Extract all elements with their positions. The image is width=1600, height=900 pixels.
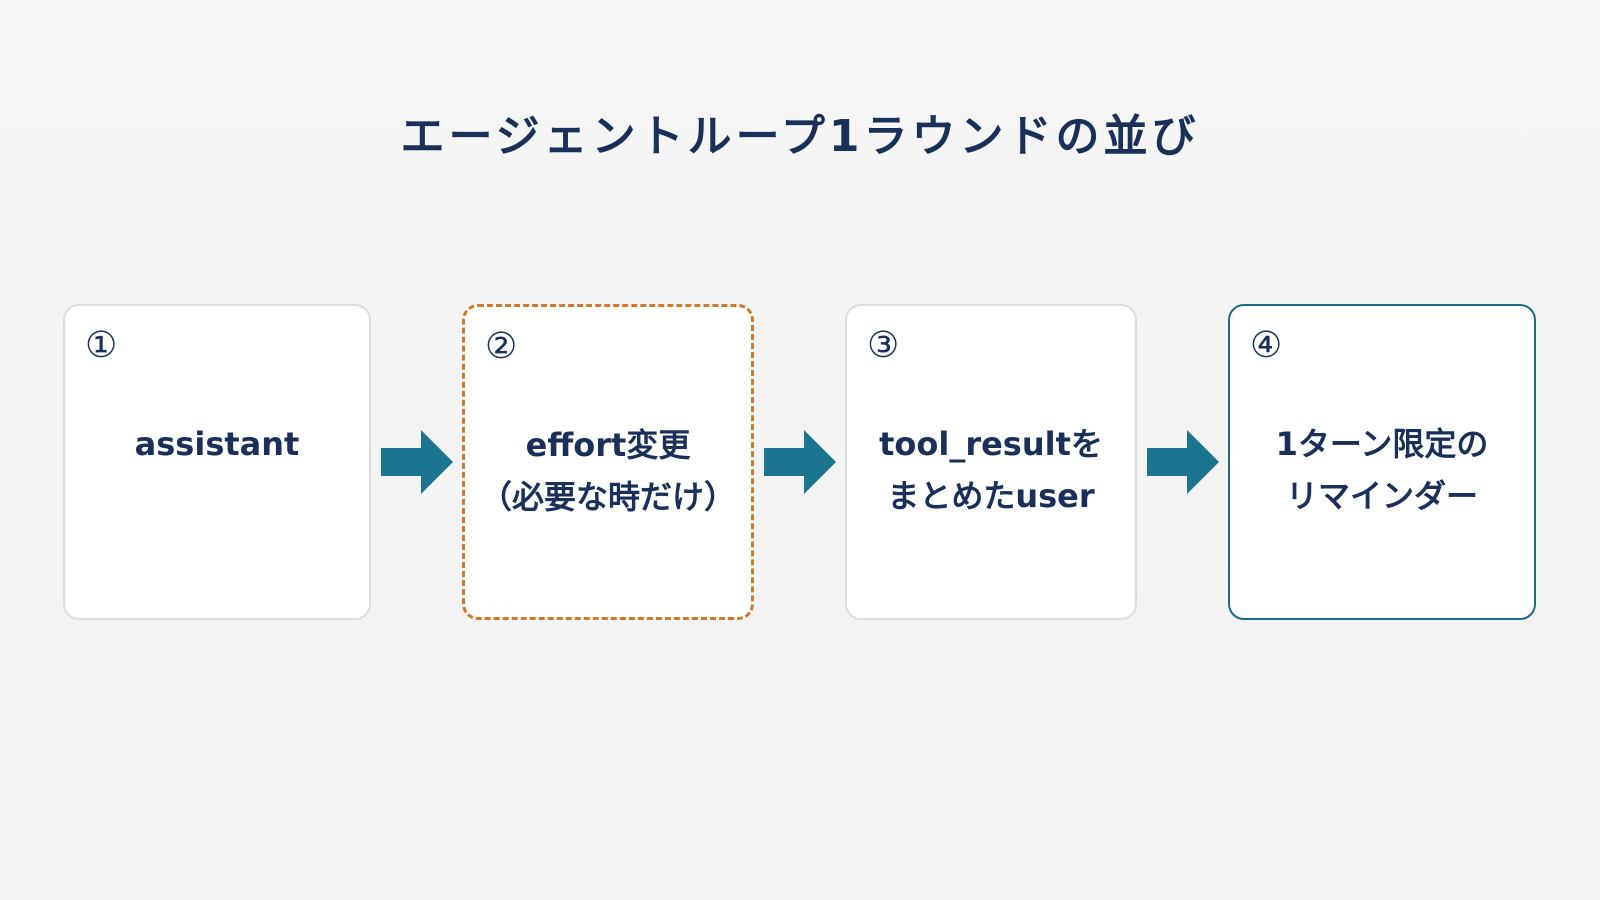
step-label: effort変更 （必要な時だけ） <box>465 419 751 523</box>
step-number: ② <box>485 326 518 367</box>
step-box-reminder: ④ 1ターン限定の リマインダー <box>1228 304 1536 620</box>
step-label-line: tool_resultを <box>879 425 1103 463</box>
step-label-line: 1ターン限定の <box>1275 425 1489 463</box>
step-label-line: effort変更 <box>525 426 691 464</box>
step-number: ① <box>85 325 118 366</box>
step-label-line: （必要な時だけ） <box>479 478 736 516</box>
step-label-line: まとめたuser <box>887 477 1095 515</box>
step-box-effort-change: ② effort変更 （必要な時だけ） <box>462 304 754 620</box>
right-arrow-icon <box>1147 430 1219 494</box>
right-arrow-icon <box>381 430 453 494</box>
step-label: assistant <box>65 418 369 470</box>
step-box-assistant: ① assistant <box>63 304 371 620</box>
step-label: 1ターン限定の リマインダー <box>1230 418 1534 522</box>
step-label-line: リマインダー <box>1285 477 1478 515</box>
step-number: ④ <box>1250 325 1283 366</box>
step-label: tool_resultを まとめたuser <box>847 418 1135 522</box>
step-label-line: assistant <box>134 425 300 463</box>
slide-title: エージェントループ1ラウンドの並び <box>400 111 1200 162</box>
step-box-tool-result: ③ tool_resultを まとめたuser <box>845 304 1137 620</box>
right-arrow-icon <box>764 430 836 494</box>
step-number: ③ <box>867 325 900 366</box>
